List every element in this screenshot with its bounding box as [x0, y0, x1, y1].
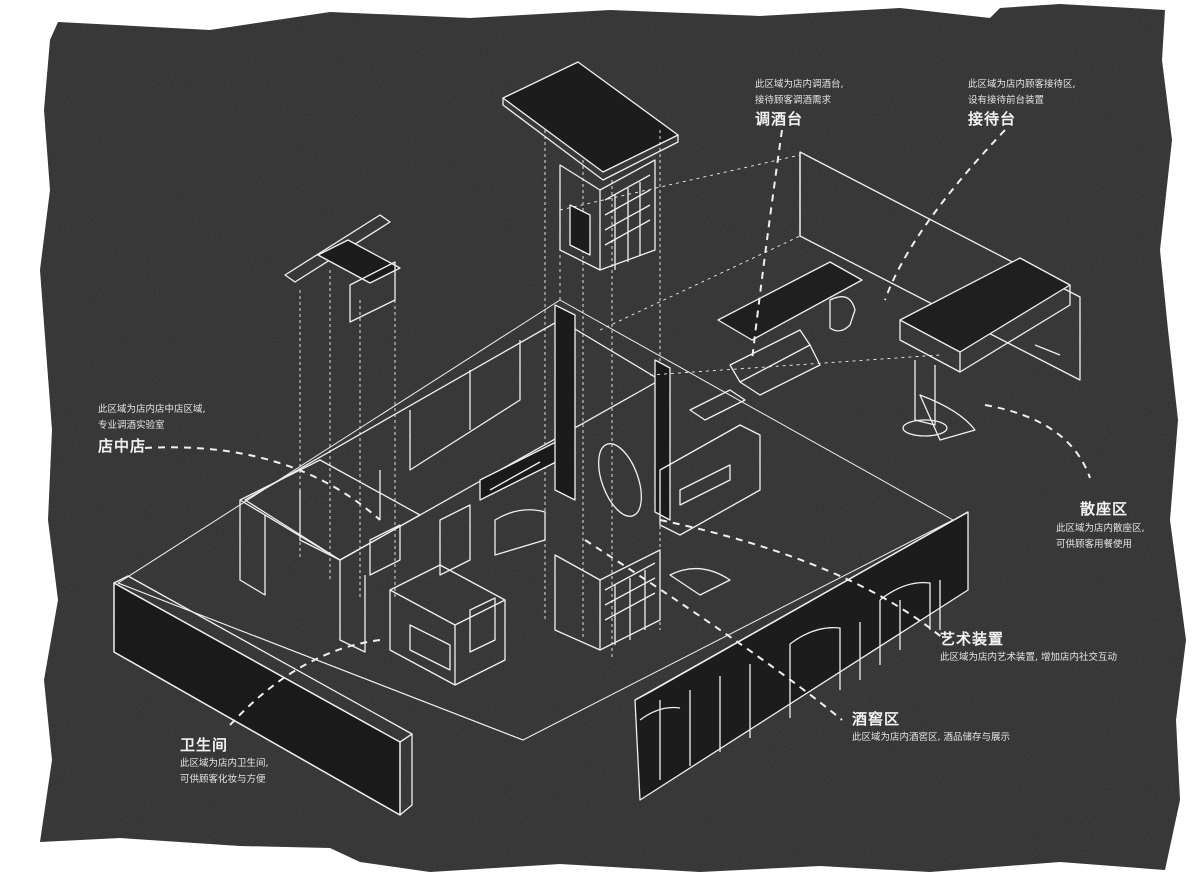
lounge-desc: 此区域为店内散座区, 可供顾客用餐使用	[1056, 521, 1145, 553]
bar-counter-desc-line: 此区域为店内调酒台,	[755, 79, 844, 90]
bar-counter-desc-line: 接待顾客调酒需求	[755, 95, 832, 106]
bar-tower	[502, 61, 679, 660]
lounge-title: 散座区	[1080, 500, 1129, 518]
art-installation-desc: 此区域为店内艺术装置, 增加店内社交互动	[940, 650, 1117, 666]
lounge-box	[799, 151, 1081, 441]
central-partitions	[244, 304, 761, 596]
label-art-installation: 艺术装置 此区域为店内艺术装置, 增加店内社交互动	[940, 632, 1117, 666]
lounge-desc-line: 此区域为店内散座区,	[1056, 523, 1145, 534]
label-bar-counter: 此区域为店内调酒台, 接待顾客调酒需求 调酒台	[755, 77, 844, 127]
label-wine-cellar: 酒窖区 此区域为店内酒窖区, 酒品储存与展示	[852, 712, 1010, 746]
ceiling-rails	[284, 214, 401, 600]
restroom-desc-line: 此区域为店内卫生间,	[180, 758, 269, 769]
label-restroom: 卫生间 此区域为店内卫生间, 可供顾客化妆与方便	[180, 738, 269, 788]
reception-desc: 此区域为店内顾客接待区, 设有接待前台装置	[968, 77, 1076, 109]
store-in-store-desc-line: 专业调酒实验室	[98, 420, 165, 431]
wine-cellar-wall	[634, 511, 969, 801]
label-store-in-store: 此区域为店内店中店区域, 专业调酒实验室 店中店	[98, 402, 206, 454]
restroom-desc-line: 可供顾客化妆与方便	[180, 774, 266, 785]
bar-counter-title: 调酒台	[755, 110, 804, 128]
restroom-block	[389, 564, 506, 686]
reception-counter	[717, 261, 863, 396]
lounge-desc-line: 可供顾客用餐使用	[1056, 539, 1133, 550]
store-in-store-title: 店中店	[98, 437, 147, 455]
leader-lines	[144, 129, 1091, 726]
reception-desc-line: 此区域为店内顾客接待区,	[968, 79, 1076, 90]
restroom-title: 卫生间	[180, 736, 229, 754]
store-in-store-desc: 此区域为店内店中店区域, 专业调酒实验室	[98, 402, 206, 434]
restroom-desc: 此区域为店内卫生间, 可供顾客化妆与方便	[180, 756, 269, 788]
wine-cellar-title: 酒窖区	[852, 710, 901, 728]
store-in-store-desc-line: 此区域为店内店中店区域,	[98, 404, 206, 415]
bar-counter-desc: 此区域为店内调酒台, 接待顾客调酒需求	[755, 77, 844, 109]
art-installation-title: 艺术装置	[940, 630, 1005, 648]
reception-title: 接待台	[968, 110, 1017, 128]
reception-desc-line: 设有接待前台装置	[968, 95, 1045, 106]
store-in-store	[239, 459, 471, 653]
label-reception: 此区域为店内顾客接待区, 设有接待前台装置 接待台	[968, 77, 1076, 127]
label-lounge: 散座区 此区域为店内散座区, 可供顾客用餐使用	[1056, 502, 1145, 553]
wine-cellar-desc: 此区域为店内酒窖区, 酒品储存与展示	[852, 730, 1010, 746]
art-installation-desc-line: 此区域为店内艺术装置, 增加店内社交互动	[940, 652, 1118, 663]
wine-cellar-desc-line: 此区域为店内酒窖区, 酒品储存与展示	[852, 732, 1011, 743]
